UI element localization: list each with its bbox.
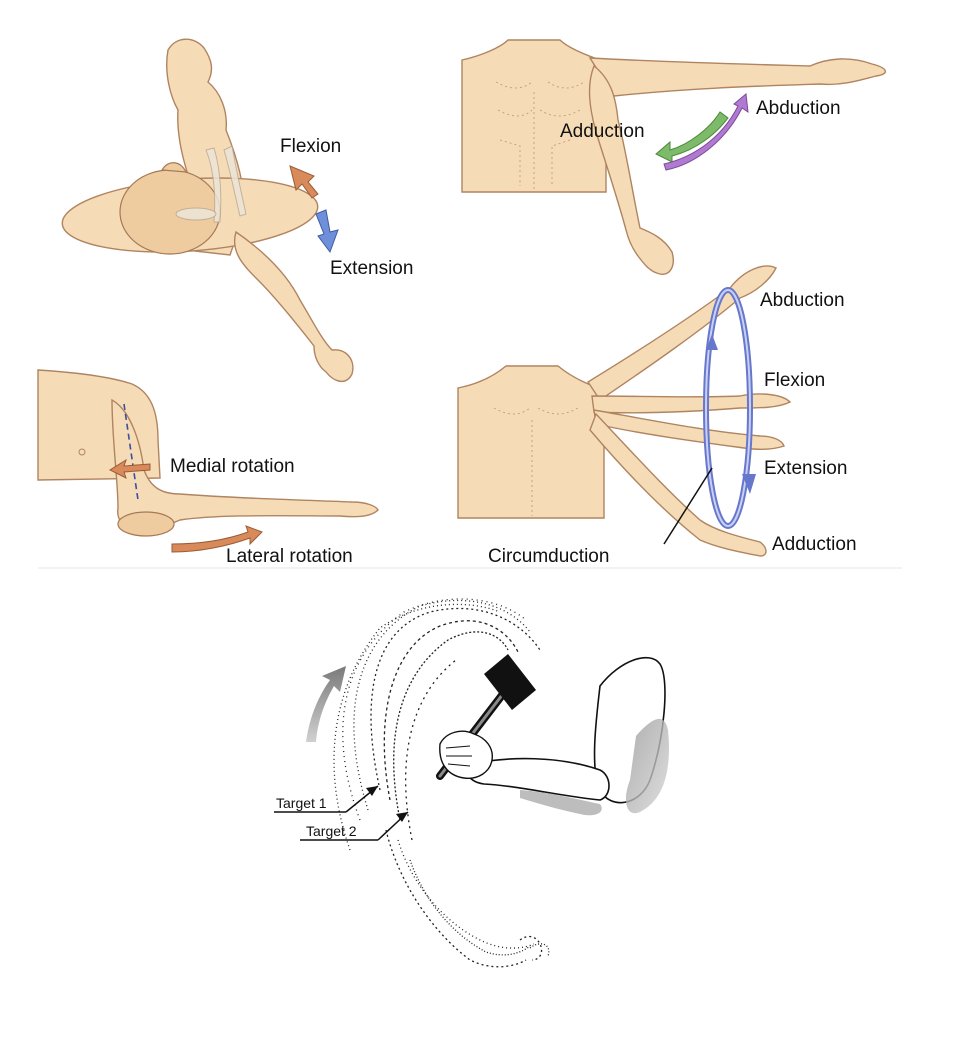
hammer-head-icon — [484, 654, 536, 710]
abduction-adduction-panel: Adduction Abduction — [461, 39, 886, 275]
torso-illustration — [461, 39, 607, 193]
adduction-arrow — [655, 111, 729, 163]
lateral-rotation-arrow — [171, 525, 263, 553]
circumduction-label: Circumduction — [488, 546, 609, 567]
circumduction-arm-back — [593, 409, 785, 451]
lowered-arm-illustration — [233, 230, 354, 382]
flexion-arrow — [289, 165, 319, 199]
adducted-arm-illustration — [588, 64, 674, 275]
target1-label: Target 1 — [276, 795, 327, 811]
forearm-outline — [466, 757, 610, 801]
extension-label: Extension — [330, 258, 413, 279]
circ-flexion-label: Flexion — [764, 370, 825, 391]
arm-shadow — [625, 718, 669, 814]
hammer-motion-figure: Target 1 Target 2 — [274, 598, 669, 968]
medial-rotation-arrow — [108, 458, 151, 479]
forearm-shadow — [520, 790, 602, 816]
abduction-label: Abduction — [756, 98, 841, 119]
circumduction-panel: Abduction Flexion Extension Adduction Ci… — [457, 265, 857, 567]
circumduction-arm-up — [587, 265, 777, 401]
motion-direction-arrow — [306, 666, 346, 742]
hand-outline — [439, 730, 493, 779]
circumduction-arm-down — [589, 412, 767, 557]
circumduction-down-arrow — [742, 474, 756, 494]
circumduction-torso-illustration — [457, 365, 605, 519]
circumduction-pointer-line — [663, 467, 713, 545]
trajectory-traces — [333, 598, 550, 968]
extension-arrow — [315, 209, 339, 254]
circumduction-arm-forward — [591, 393, 792, 414]
circ-abduction-label: Abduction — [760, 290, 845, 311]
medial-rotation-label: Medial rotation — [170, 456, 295, 477]
rotation-axis-line — [123, 403, 139, 501]
circ-extension-label: Extension — [764, 458, 847, 479]
rotation-panel: Medial rotation Lateral rotation — [37, 369, 379, 567]
flexion-extension-panel: Flexion Extension — [61, 38, 413, 382]
adduction-label: Adduction — [560, 121, 645, 142]
lateral-rotation-label: Lateral rotation — [226, 546, 353, 567]
target2-label: Target 2 — [306, 823, 357, 839]
flexion-label: Flexion — [280, 136, 341, 157]
abduction-arrow — [663, 93, 749, 171]
circumduction-up-arrow — [706, 334, 718, 350]
abducted-arm-illustration — [588, 57, 886, 97]
circ-adduction-label: Adduction — [772, 534, 857, 555]
